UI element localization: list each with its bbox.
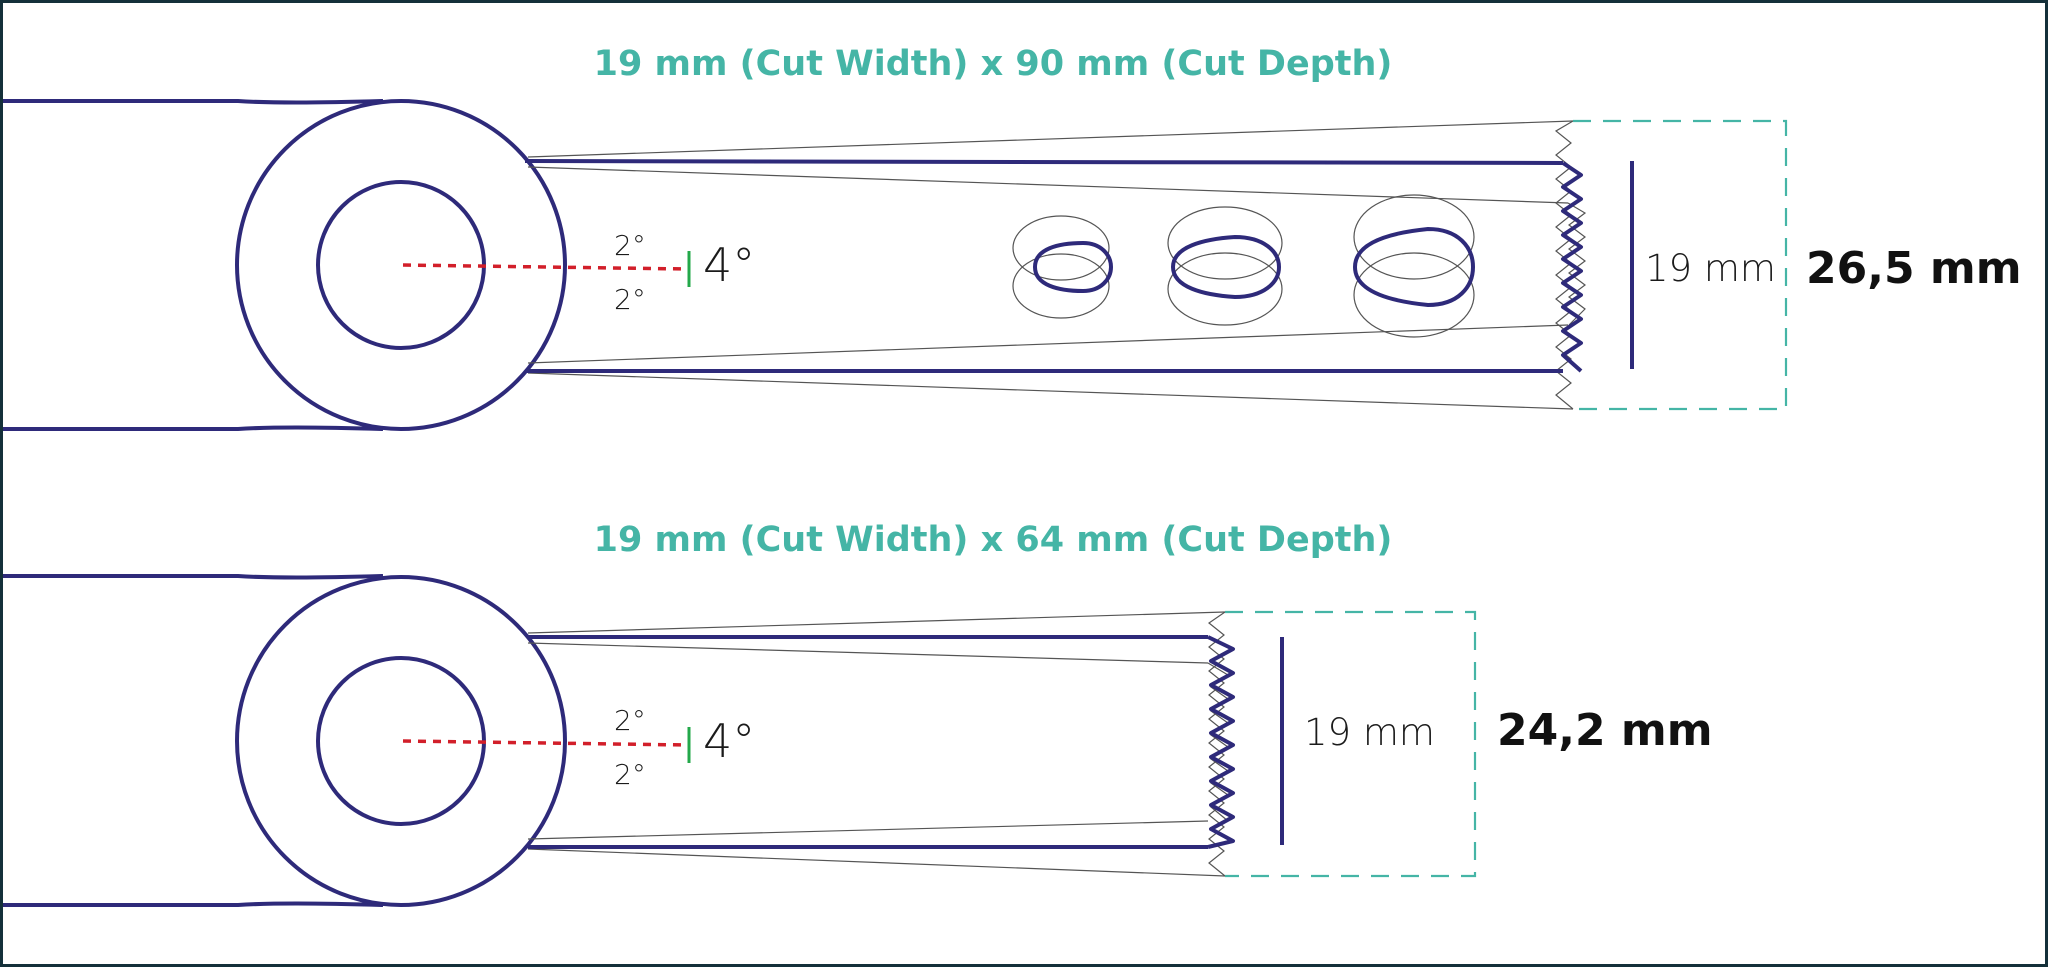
blade-2-sweep-box — [1225, 610, 1477, 878]
blade-2-hub-inner — [316, 656, 486, 826]
blade-1-hub-outer — [235, 99, 567, 431]
blade-1-body — [524, 159, 1564, 373]
blade-2-cut-width-label: 19 mm — [1304, 711, 1435, 754]
blade-1-slot-2 — [1171, 235, 1281, 299]
blade-1-arm — [3, 99, 384, 431]
blade-1-sweep-width-label: 26,5 mm — [1806, 243, 2022, 294]
blade-1-angle-upper: 2° — [614, 229, 646, 262]
blade-1-angle-lower: 2° — [614, 283, 646, 316]
blade-1-angle-total: 4° — [703, 238, 755, 292]
blade-1-centerline — [402, 263, 688, 271]
blade-2-angle-lower: 2° — [614, 758, 646, 791]
blade-1-slot-3 — [1353, 227, 1475, 307]
blade-1-cut-width-label: 19 mm — [1645, 247, 1776, 290]
blade-1-teeth — [1561, 161, 1583, 373]
blade-diagram: 19 mm (Cut Width) x 90 mm (Cut Depth) — [3, 44, 2022, 907]
blade-1-slot-1 — [1033, 241, 1113, 293]
blade-2-centerline — [402, 739, 688, 747]
blade-2-hub-outer — [235, 575, 567, 907]
blade-1-hub-inner — [316, 180, 486, 350]
blade-2-title: 19 mm (Cut Width) x 64 mm (Cut Depth) — [594, 520, 1393, 560]
blade-2-body — [528, 635, 1208, 849]
blade-2: 19 mm (Cut Width) x 64 mm (Cut Depth) 2°… — [3, 520, 1713, 907]
blade-1: 19 mm (Cut Width) x 90 mm (Cut Depth) — [3, 44, 2022, 431]
blade-2-angle-total: 4° — [703, 714, 755, 768]
blade-2-angle-upper: 2° — [614, 704, 646, 737]
blade-2-teeth — [1207, 635, 1235, 849]
blade-2-arm — [3, 574, 384, 907]
blade-1-sweep-box — [1573, 119, 1788, 411]
blade-2-sweep-width-label: 24,2 mm — [1497, 705, 1713, 756]
blade-1-title: 19 mm (Cut Width) x 90 mm (Cut Depth) — [594, 44, 1393, 84]
